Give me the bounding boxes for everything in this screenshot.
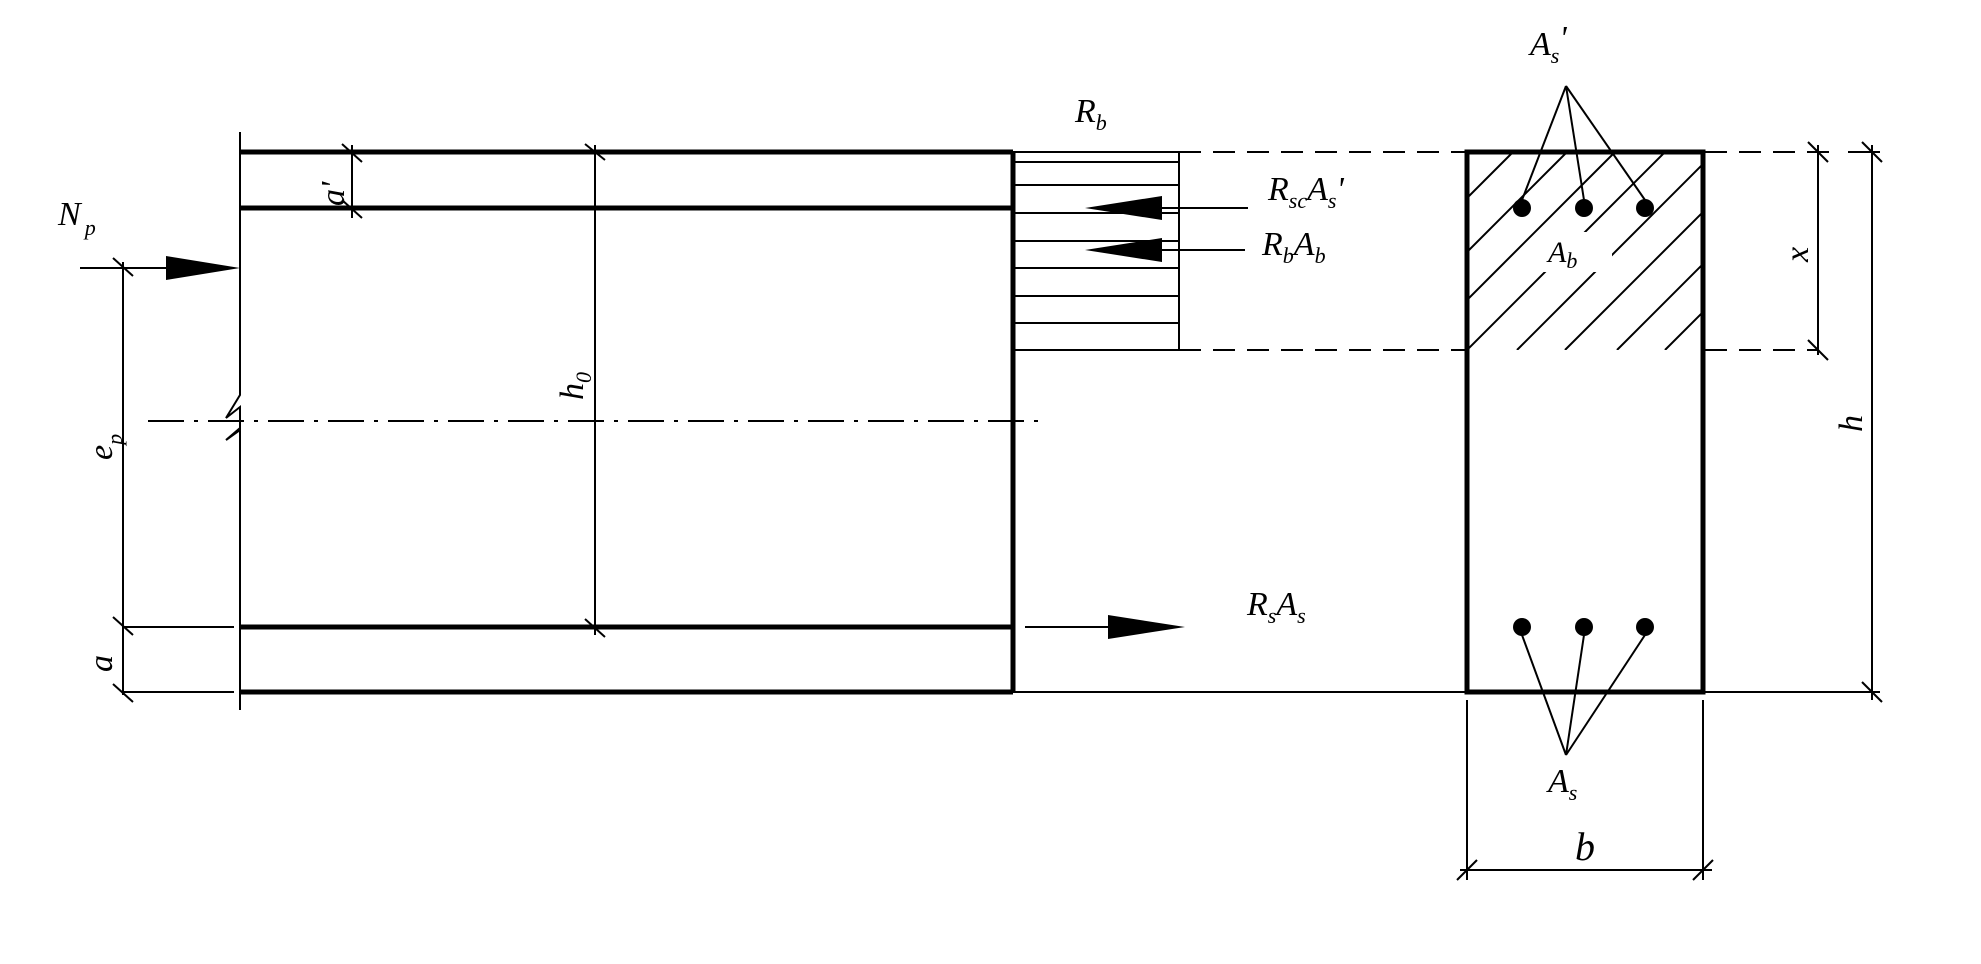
- h-tick-bottom: [1861, 681, 1883, 703]
- h0-tick-top: [584, 143, 606, 161]
- bottom-bar: [1575, 618, 1593, 636]
- x-tick-top: [1807, 141, 1829, 163]
- top-bar: [1636, 199, 1654, 217]
- leader-bottom: [1521, 634, 1567, 756]
- h-label: h: [1833, 415, 1870, 432]
- tension-force: RsAs: [1025, 586, 1306, 639]
- b-tick-right: [1692, 859, 1714, 881]
- compression-forces: RscAs' RbAb: [1085, 171, 1344, 268]
- hatch-line: [1467, 152, 1514, 199]
- hatch-line: [1664, 310, 1703, 350]
- rsc-arrow-head: [1085, 196, 1162, 220]
- dimension-b: b: [1456, 700, 1714, 881]
- rb-arrow-head: [1085, 238, 1162, 262]
- x-tick-bottom: [1807, 339, 1829, 361]
- hatch-line: [1516, 162, 1703, 350]
- hatch-line: [1467, 152, 1616, 301]
- rb-ab-label: RbAb: [1261, 226, 1326, 268]
- beam-elevation: [148, 132, 1045, 710]
- ab-label-bg: [1540, 232, 1612, 272]
- dimension-a-prime: a': [315, 143, 363, 219]
- h-tick-top: [1861, 141, 1883, 163]
- as-bottom-label: As: [1546, 763, 1577, 805]
- a-label: a: [83, 655, 120, 672]
- ab-section-label: Ab: [1546, 236, 1577, 273]
- top-bar: [1513, 199, 1531, 217]
- dimension-h0: h0: [554, 143, 606, 638]
- leader-top: [1521, 85, 1567, 201]
- bottom-bar: [1636, 618, 1654, 636]
- leader-bottom: [1565, 634, 1585, 756]
- hatch-line: [1564, 210, 1703, 350]
- beam-break-line: [225, 132, 241, 710]
- hatch-line: [1616, 262, 1703, 350]
- rb-top-label: Rb: [1074, 93, 1107, 135]
- a-prime-tick-top: [341, 143, 363, 163]
- dimension-x: x: [1779, 141, 1829, 361]
- a-prime-label: a': [315, 181, 352, 206]
- cross-section: Ab As' As: [1464, 20, 1706, 805]
- as-prime-top-label: As': [1528, 20, 1567, 68]
- compression-stress-block: Rb: [1012, 93, 1180, 351]
- ep-tick-top: [112, 257, 134, 277]
- a-prime-tick-bottom: [341, 199, 363, 219]
- b-label: b: [1575, 824, 1595, 869]
- np-arrow-head: [166, 256, 240, 280]
- dimension-ep-a: ep a: [83, 257, 234, 703]
- leader-top: [1565, 85, 1585, 201]
- x-label: x: [1779, 247, 1816, 263]
- rs-as-label: RsAs: [1246, 586, 1306, 628]
- bottom-bar: [1513, 618, 1531, 636]
- h0-label: h0: [554, 372, 596, 400]
- ep-label: ep: [83, 434, 127, 460]
- leader-top: [1565, 85, 1646, 201]
- top-bar: [1575, 199, 1593, 217]
- dimension-h: h: [1833, 141, 1883, 703]
- leader-bottom: [1565, 634, 1646, 756]
- section-outline: [1464, 149, 1706, 695]
- h0-tick-bottom: [584, 618, 606, 638]
- rs-arrow-head: [1108, 615, 1185, 639]
- rsc-as-prime-label: RscAs': [1267, 171, 1344, 213]
- b-tick-left: [1456, 859, 1478, 881]
